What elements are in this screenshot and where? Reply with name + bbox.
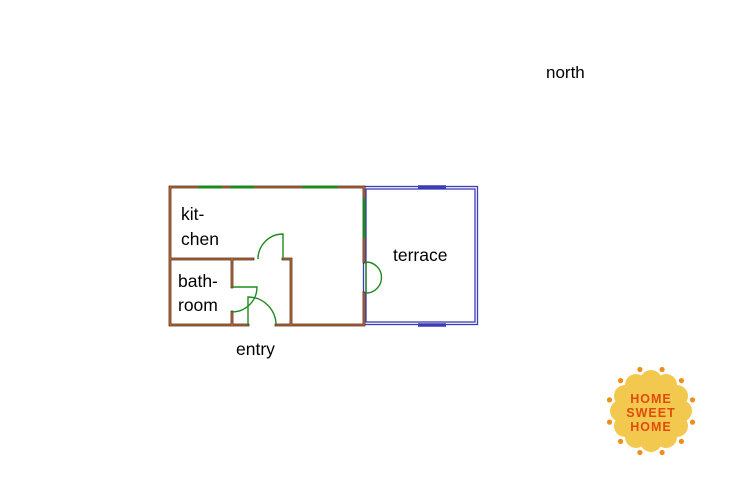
bathroom-label-line2: room [178, 295, 218, 315]
logo-text-line2: SWEET [626, 406, 675, 420]
terrace-label: terrace [393, 245, 447, 265]
terrace-door-arc [365, 261, 383, 294]
logo-text: HOME SWEET HOME [626, 392, 675, 434]
bathroom-door-arc [231, 286, 258, 313]
logo-text-line3: HOME [630, 420, 672, 434]
sun-center-disc [618, 378, 684, 444]
home-sweet-home-logo: HOME SWEET HOME [606, 366, 696, 456]
entry-door-arc [247, 296, 277, 326]
north-label: north [546, 63, 585, 82]
logo-text-line1: HOME [630, 392, 672, 406]
kitchen-label-line2: chen [181, 229, 219, 249]
kitchen-label-line1: kit- [181, 204, 205, 224]
terrace-outline [362, 185, 479, 327]
bathroom-label-line1: bath- [178, 271, 218, 291]
windows [198, 185, 366, 238]
sun-ray-dots [606, 366, 696, 456]
terrace-inner-line [365, 188, 476, 323]
kitchen-door-arc [257, 233, 284, 260]
door-arcs [231, 233, 383, 326]
entry-label: entry [236, 339, 275, 359]
sun-petals [610, 370, 692, 452]
room-labels: kit- chen bath- room terrace entry [178, 204, 447, 359]
